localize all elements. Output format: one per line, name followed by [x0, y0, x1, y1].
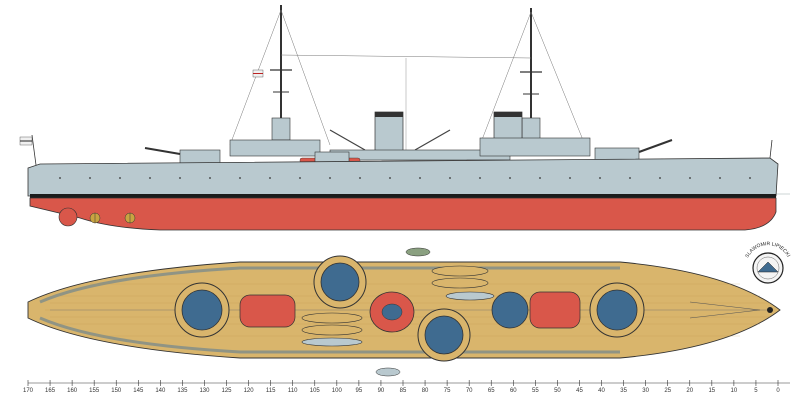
turret-fore: [589, 282, 645, 338]
scale-label: 60: [509, 388, 517, 394]
turret-mid: [417, 308, 471, 362]
scale-label: 145: [133, 388, 144, 394]
hull-lower: [29, 197, 777, 231]
scale-label: 165: [45, 388, 56, 394]
side-profile: [19, 5, 790, 231]
flag-stern: [19, 134, 37, 166]
funnel-aft: [374, 111, 404, 155]
scale-label: 35: [620, 388, 627, 394]
scale-label: 90: [377, 388, 385, 394]
scale-label: 110: [287, 388, 298, 394]
scale-label: 45: [576, 388, 583, 394]
boot-topping: [30, 194, 776, 198]
scale-label: 50: [554, 388, 561, 394]
scale-label: 75: [443, 388, 451, 394]
top-plan: [27, 247, 781, 377]
scale-label: 5: [754, 388, 758, 394]
scale-label: 95: [355, 388, 363, 394]
scale-label: 70: [465, 388, 473, 394]
turret-side-fore: [594, 139, 673, 163]
scale-label: 120: [243, 388, 254, 394]
scale-label: 170: [22, 388, 34, 394]
scale-label: 80: [421, 388, 429, 394]
scale-label: 0: [776, 388, 780, 394]
funnel-top-fore: [491, 291, 529, 329]
scale-label: 100: [331, 388, 342, 394]
scale-label: 30: [642, 388, 649, 394]
scale-label: 115: [265, 388, 276, 394]
scale-label: 140: [155, 388, 166, 394]
scale-label: 15: [708, 388, 716, 394]
turret-aft-b: [313, 255, 367, 309]
propellers: [58, 207, 136, 227]
scale-label: 20: [686, 388, 694, 394]
scale-label: 150: [111, 388, 122, 394]
scale-label: 160: [67, 388, 78, 394]
bridge-aft: [239, 294, 296, 328]
scale-label: 65: [487, 388, 495, 394]
scale-label: 10: [730, 388, 738, 394]
scale-label: 105: [309, 388, 320, 394]
turret-aft-a: [174, 282, 230, 338]
bridge-fore: [529, 291, 581, 329]
hull-upper: [27, 157, 779, 197]
turret-side-aft-1: [144, 147, 221, 164]
scale-label: 125: [221, 388, 232, 394]
boats: [301, 247, 495, 377]
superstructure: [229, 137, 591, 166]
scale-label: 85: [399, 388, 407, 394]
scale-label: 25: [664, 388, 672, 394]
scale-label: 40: [598, 388, 605, 394]
signature-seal: SLAWOMIR LIPIECKI: [744, 241, 791, 284]
scale-label: 135: [177, 388, 188, 394]
scale-label: 55: [532, 388, 539, 394]
flag-mast: [252, 69, 264, 78]
scale-label: 155: [89, 388, 100, 394]
scale-label: 130: [199, 388, 210, 394]
mast-aft: [229, 5, 331, 146]
portholes: [59, 177, 751, 179]
